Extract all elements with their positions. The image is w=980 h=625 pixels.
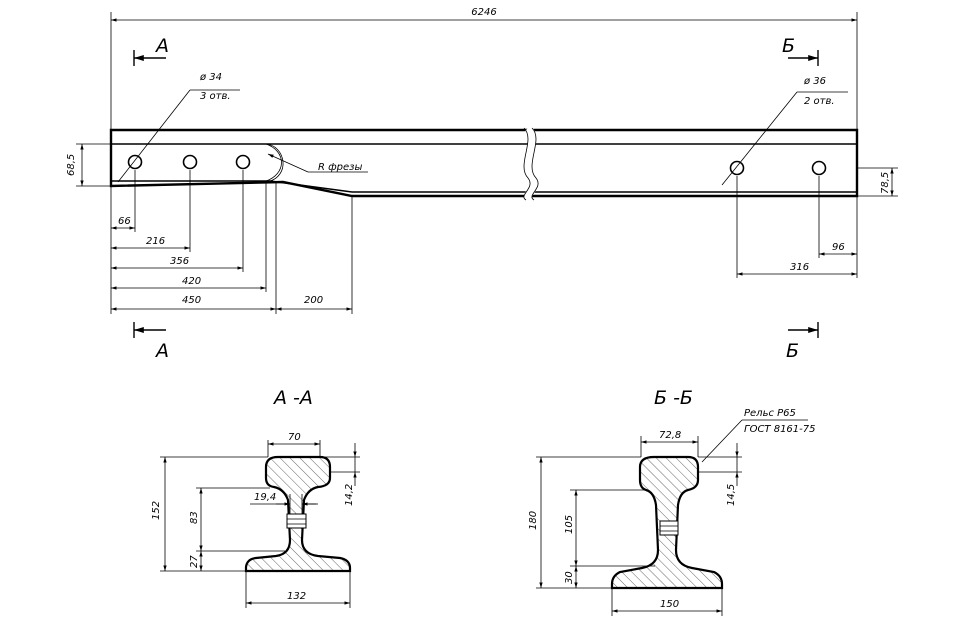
section-a-bottom-label: А [154, 340, 169, 362]
dim-216: 216 [146, 236, 165, 247]
mill-radius-callout: R фрезы [267, 153, 368, 173]
rail-standard-note: ГОСТ 8161-75 [744, 424, 816, 435]
right-holes-diameter: ø 36 [803, 76, 826, 87]
left-height-value: 68,5 [66, 154, 77, 176]
rail-side-view [109, 125, 859, 204]
hole-5 [811, 160, 827, 176]
dim-96: 96 [832, 242, 845, 253]
dim-450: 450 [182, 295, 201, 306]
dim-356: 356 [170, 256, 189, 267]
left-holes-callout: ø 34 3 отв. [117, 72, 240, 183]
section-aa-title: А -А [272, 387, 313, 409]
section-marker-a-top: А [133, 35, 169, 66]
hole-1 [127, 154, 143, 170]
bb-head-depth: 14,5 [726, 484, 737, 506]
section-marker-a-bottom: А [133, 322, 169, 362]
right-height-value: 78,5 [880, 172, 891, 194]
left-horizontal-dimensions: 66 216 356 420 450 200 [110, 170, 353, 314]
aa-head-depth: 14,2 [344, 484, 355, 506]
aa-height: 152 [151, 501, 162, 520]
total-length-dimension: 6246 [110, 7, 858, 130]
section-aa-profile [244, 455, 352, 573]
section-bb-title: Б -Б [654, 387, 693, 409]
hole-3 [235, 154, 251, 170]
bb-height: 180 [528, 511, 539, 530]
hole-2 [182, 154, 198, 170]
aa-foot-height: 27 [189, 555, 200, 568]
bb-head-width: 72,8 [659, 430, 681, 441]
left-holes-count: 3 отв. [200, 91, 231, 102]
dim-66: 66 [118, 216, 131, 227]
dim-420: 420 [182, 276, 201, 287]
hole-4 [729, 160, 745, 176]
section-b-top-label: Б [782, 35, 795, 57]
bb-foot-height: 30 [564, 571, 575, 584]
section-bb-dimensions: 72,8 180 105 30 14,5 150 [528, 430, 742, 616]
aa-web-thickness: 19,4 [254, 492, 276, 503]
right-horizontal-dimensions: 96 316 [736, 176, 858, 278]
right-height-dimension: 78,5 [857, 167, 898, 197]
aa-head-width: 70 [288, 432, 301, 443]
section-bb-profile [610, 455, 724, 590]
right-holes-count: 2 отв. [804, 96, 835, 107]
aa-web-height: 83 [189, 511, 200, 524]
left-height-dimension: 68,5 [66, 143, 111, 187]
bb-web-height: 105 [564, 515, 575, 534]
dim-316: 316 [790, 262, 809, 273]
section-a-top-label: А [154, 35, 169, 57]
section-marker-b-top: Б [782, 35, 819, 66]
left-holes-diameter: ø 34 [199, 72, 222, 83]
rail-type-note: Рельс Р65 [744, 408, 796, 419]
section-marker-b-bottom: Б [786, 322, 819, 362]
right-holes-callout: ø 36 2 отв. [721, 76, 848, 186]
total-length-value: 6246 [471, 7, 496, 18]
mill-radius-label: R фрезы [318, 162, 362, 173]
bb-foot-width: 150 [660, 599, 679, 610]
section-aa-dimensions: 70 152 83 27 19,4 14,2 132 [151, 432, 360, 608]
dim-200: 200 [304, 295, 323, 306]
section-b-bottom-label: Б [786, 340, 799, 362]
aa-foot-width: 132 [287, 591, 306, 602]
